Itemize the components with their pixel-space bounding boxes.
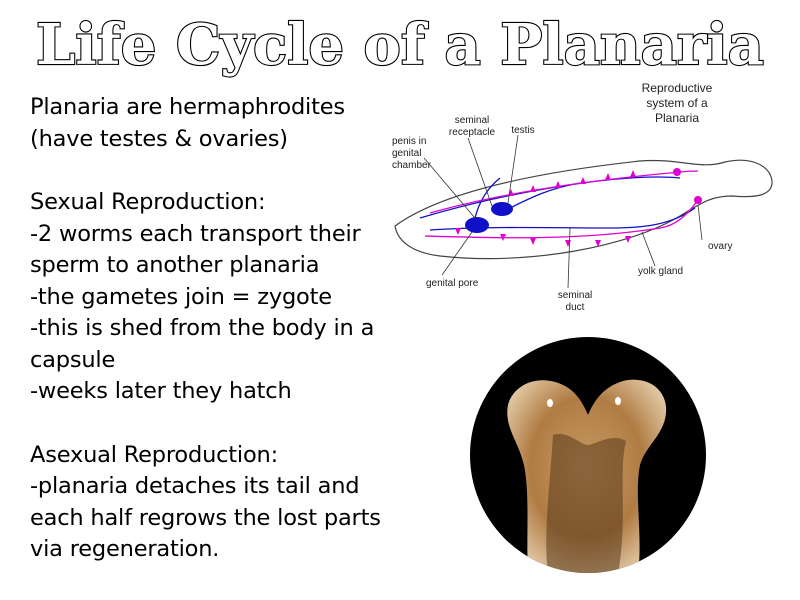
label-seminal-line-1: seminal <box>455 115 489 126</box>
diagram-heading-line-1: Reproductive <box>642 81 713 95</box>
diagram-heading-line-2: system of a <box>646 96 708 110</box>
page-title-text: Life Cycle of a Planaria <box>36 12 764 78</box>
ovary-dot-upper <box>673 168 681 176</box>
text-line: capsule <box>30 346 116 373</box>
label-ovary: ovary <box>708 241 732 252</box>
text-line: -planaria detaches its tail and <box>30 473 360 499</box>
label-testis: testis <box>511 125 534 136</box>
label-penis-line-1: penis in <box>392 136 426 147</box>
reproductive-system-diagram: Reproductive system of a Planaria <box>392 81 773 313</box>
label-leader-lines <box>423 134 703 289</box>
eyespot-right <box>615 397 621 405</box>
text-line <box>30 408 450 440</box>
planaria-dark-pigment <box>546 433 626 573</box>
magenta-ducts <box>424 170 699 239</box>
seminal-receptacle-blob <box>465 217 489 233</box>
label-seminal-duct-line-1: seminal <box>558 290 592 301</box>
text-line: (have testes & ovaries) <box>30 125 288 152</box>
text-line: -2 worms each transport their <box>30 220 361 247</box>
yolk-glands <box>455 170 636 247</box>
label-penis-line-2: genital <box>392 148 421 159</box>
label-seminal-duct-line-2: duct <box>566 302 585 313</box>
label-yolk-gland: yolk gland <box>638 266 683 277</box>
diagram-heading-line-3: Planaria <box>655 111 699 125</box>
eyespot-left <box>547 399 553 407</box>
label-penis-line-3: chamber <box>392 160 432 171</box>
text-line: -this is shed from the body in a <box>30 315 375 341</box>
planaria-body-outline <box>394 159 773 260</box>
planaria-regeneration-photo <box>470 337 706 573</box>
page-title: Life Cycle of a Planaria <box>35 11 765 79</box>
description-text-block: Planaria are hermaphrodites (have testes … <box>30 92 450 566</box>
label-genital-pore: genital pore <box>426 278 479 289</box>
text-line: -weeks later they hatch <box>30 378 292 404</box>
testis-blob <box>491 202 513 216</box>
text-line: Sexual Reproduction: <box>30 189 266 215</box>
text-line: via regeneration. <box>30 536 220 562</box>
text-line: Planaria are hermaphrodites <box>30 94 345 120</box>
label-receptacle-line-2: receptacle <box>449 127 496 138</box>
text-line: -the gametes join = zygote <box>30 283 332 310</box>
ovary-dot-lower <box>694 196 702 204</box>
text-line: Asexual Reproduction: <box>30 441 278 468</box>
text-line: each half regrows the lost parts <box>30 504 381 531</box>
text-line: sperm to another planaria <box>30 252 320 278</box>
